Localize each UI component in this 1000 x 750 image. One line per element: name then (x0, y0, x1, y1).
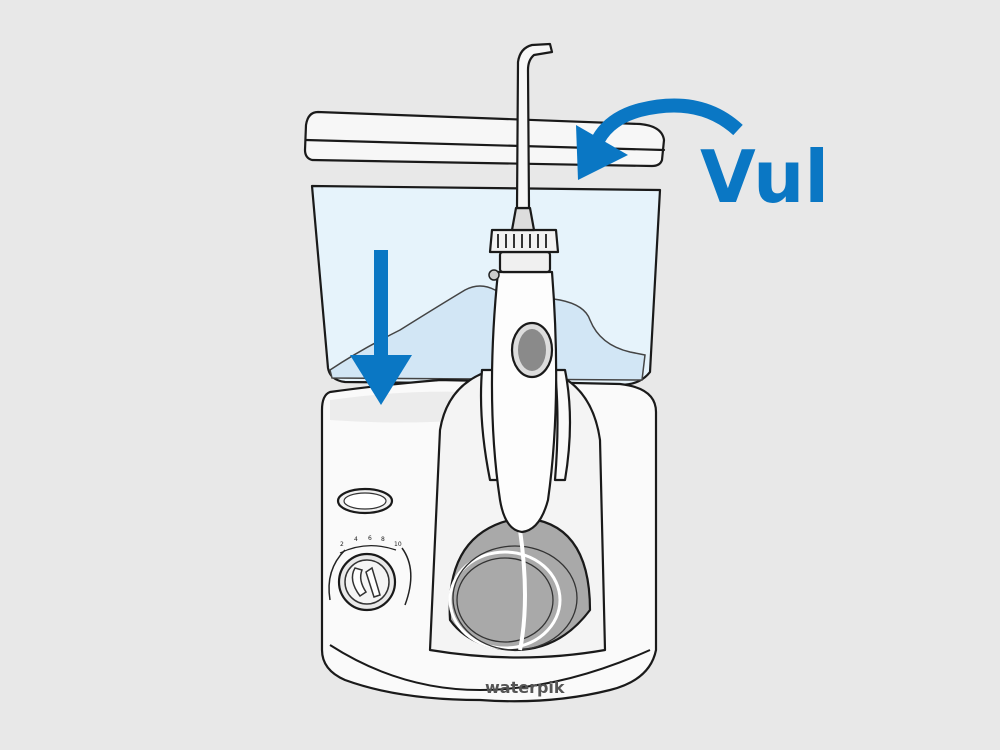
waterpik-logo: waterpik (485, 678, 565, 697)
fill-instruction-label: Vul (700, 135, 829, 219)
flosser-handle[interactable] (479, 42, 572, 534)
fill-arrow-down-icon (350, 250, 412, 405)
tip-collar (488, 228, 560, 254)
dial-label-4: 4 (354, 536, 358, 543)
dial-label-8: 8 (381, 536, 385, 543)
dial-label-6: 6 (368, 535, 372, 542)
dial-label-2: 2 (340, 541, 344, 548)
pressure-dial[interactable]: 2 4 6 8 10 (328, 535, 412, 612)
flosser-tip (515, 42, 554, 210)
curved-arrow-icon (576, 98, 743, 180)
dial-label-10: 10 (394, 541, 402, 548)
